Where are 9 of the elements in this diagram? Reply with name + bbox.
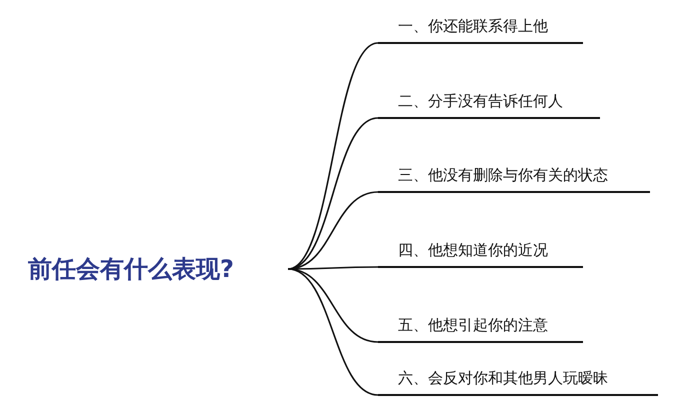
branch-line bbox=[288, 268, 378, 343]
central-topic: 前任会有什么表现? bbox=[28, 253, 288, 285]
branch-topic: 二、分手没有告诉任何人 bbox=[378, 89, 600, 119]
branch-topic: 五、他想引起你的注意 bbox=[378, 313, 583, 343]
branch-topic: 六、会反对你和其他男人玩暧昧 bbox=[378, 366, 658, 396]
branch-topic: 一、你还能联系得上他 bbox=[378, 14, 583, 44]
branch-topic: 三、他没有删除与你有关的状态 bbox=[378, 163, 650, 193]
branch-topic: 四、他想知道你的近况 bbox=[378, 238, 583, 268]
branch-line bbox=[288, 268, 378, 396]
